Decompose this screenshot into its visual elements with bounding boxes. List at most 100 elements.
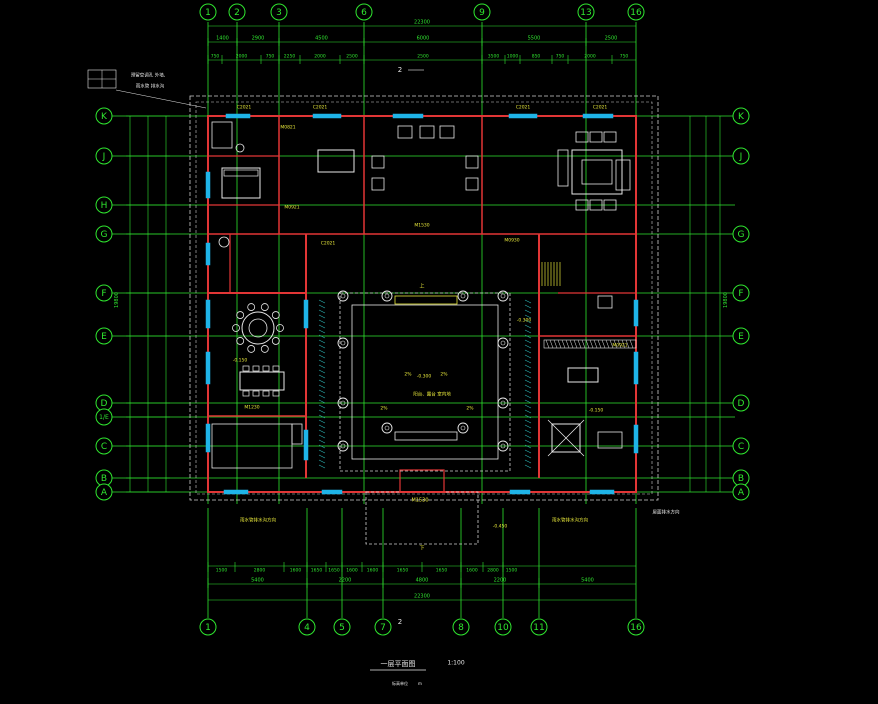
dining-chair xyxy=(247,345,256,353)
paving-hatch xyxy=(524,429,532,434)
courtyard-column xyxy=(381,290,393,302)
dimension-top-row2: 850 xyxy=(532,54,541,60)
paving-hatch xyxy=(524,439,532,444)
axis-number-bottom: 4 xyxy=(304,623,310,633)
chair xyxy=(252,365,260,372)
axis-number-bottom: 11 xyxy=(533,623,544,633)
dimension-overall-right: 19800 xyxy=(723,292,729,308)
axis-letter-right: F xyxy=(738,289,743,299)
paving-hatch xyxy=(524,434,532,439)
coffee-table xyxy=(571,149,623,195)
stair-down-label: 下 xyxy=(419,546,424,552)
window xyxy=(223,489,249,495)
elevation-label: -0.150 xyxy=(589,408,604,414)
paving-hatch xyxy=(318,454,326,459)
courtyard-column-core xyxy=(340,293,346,299)
bed xyxy=(221,167,261,199)
axis-bubble-right xyxy=(732,327,750,345)
window xyxy=(225,113,251,119)
dining-chair xyxy=(271,311,280,319)
window xyxy=(392,113,424,119)
roof-outline xyxy=(189,95,659,501)
title-note: m xyxy=(418,681,422,686)
paving-hatch xyxy=(524,329,532,334)
paving-hatch xyxy=(318,299,326,304)
dimension-overall-left: 19800 xyxy=(114,292,120,308)
paving-hatch xyxy=(318,324,326,329)
axis-bubble-right xyxy=(732,437,750,455)
dimension-bottom-row1: 4800 xyxy=(416,578,429,584)
window xyxy=(589,489,615,495)
axis-number-top: 6 xyxy=(361,8,367,18)
dimension-bottom-row1: 5400 xyxy=(251,578,264,584)
axis-letter-left: B xyxy=(101,474,107,484)
axis-number-bottom: 7 xyxy=(380,623,386,633)
paving-hatch xyxy=(524,459,532,464)
paving-hatch xyxy=(318,424,326,429)
chair xyxy=(272,390,280,397)
annotation-note: 屋面排水方向 xyxy=(653,509,680,516)
courtyard-column-core xyxy=(340,443,346,449)
paving-hatch xyxy=(524,314,532,319)
paving-hatch xyxy=(524,324,532,329)
elevation-label: -0.300 xyxy=(517,318,532,324)
sofa-right xyxy=(597,431,623,449)
dimension-bottom-row1: 5400 xyxy=(581,578,594,584)
axis-bubble-bottom xyxy=(452,618,470,636)
axis-number-top: 13 xyxy=(580,8,591,18)
entrance-vestibule xyxy=(399,469,445,493)
paving-hatch xyxy=(524,409,532,414)
paving-hatch xyxy=(524,464,532,469)
dining-table xyxy=(239,371,285,391)
axis-letter-right: E xyxy=(738,332,744,342)
courtyard-outline xyxy=(339,292,511,472)
square-table xyxy=(551,423,581,453)
hall-chair xyxy=(371,155,385,169)
door-label: M1530 xyxy=(411,498,428,504)
leader-note: 预留空调孔 外墙, xyxy=(131,72,165,79)
leader-line xyxy=(115,89,207,109)
dimension-top-row1: 2500 xyxy=(605,36,618,42)
paving-hatch xyxy=(318,329,326,334)
axis-bubble-bottom xyxy=(530,618,548,636)
paving-hatch xyxy=(318,439,326,444)
slope-label: 2% xyxy=(440,372,448,378)
paving-hatch xyxy=(318,364,326,369)
dimension-top-row1: 2900 xyxy=(252,36,265,42)
chair xyxy=(252,390,260,397)
dimension-top-row2: 2000 xyxy=(314,54,326,60)
paving-hatch xyxy=(524,349,532,354)
axis-number-bottom: 16 xyxy=(630,623,642,633)
axis-bubble-right xyxy=(732,483,750,501)
paving-hatch xyxy=(524,299,532,304)
axis-bubble-top xyxy=(577,3,595,21)
courtyard-column xyxy=(497,440,509,452)
window-label: C2021 xyxy=(516,105,531,111)
dimension-bottom-row2: 1600 xyxy=(367,568,379,574)
courtyard-column xyxy=(337,337,349,349)
door-label: M0930 xyxy=(504,238,519,244)
window xyxy=(205,171,211,199)
axis-bubble-right xyxy=(732,394,750,412)
elevation-label: -0.150 xyxy=(233,358,248,364)
counter-hatch-line xyxy=(593,339,598,349)
drawing-title: 一层平面图 xyxy=(381,660,416,668)
axis-bubble-bottom xyxy=(374,618,392,636)
paving-hatch xyxy=(318,399,326,404)
hall-chair xyxy=(465,155,479,169)
paving-hatch xyxy=(318,459,326,464)
dining-chair xyxy=(236,337,245,345)
courtyard-column xyxy=(497,337,509,349)
paving-hatch xyxy=(318,444,326,449)
paving-hatch xyxy=(524,454,532,459)
dimension-bottom-row2: 1650 xyxy=(311,568,323,574)
paving-hatch xyxy=(318,394,326,399)
dimension-bottom-row2: 1600 xyxy=(290,568,302,574)
axis-number-bottom: 1 xyxy=(205,623,211,633)
paving-hatch xyxy=(524,419,532,424)
paving-hatch xyxy=(318,369,326,374)
window xyxy=(509,489,531,495)
axis-bubble-left xyxy=(95,225,113,243)
counter-hatch-line xyxy=(601,339,606,349)
